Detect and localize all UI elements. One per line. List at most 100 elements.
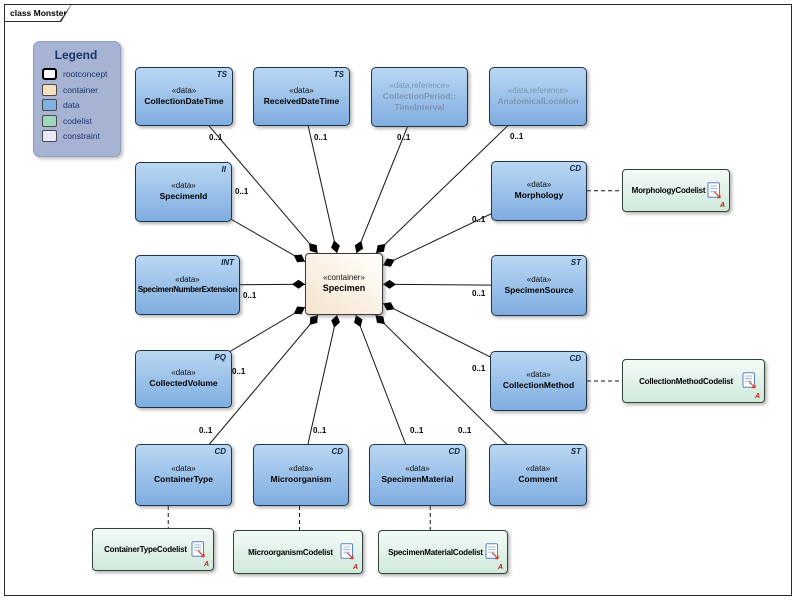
composition-diamond — [354, 315, 363, 328]
legend-label: container — [63, 84, 98, 95]
multiplicity-label: 0..1 — [314, 133, 328, 142]
multiplicity-label: 0..1 — [458, 426, 472, 435]
type-annotation: CD — [331, 447, 343, 456]
stereotype-label: «data» — [171, 85, 197, 95]
composite-marker: A — [203, 561, 209, 568]
class-name: SpecimenNumberExtension — [137, 284, 238, 294]
class-name: ContainerTypeCodelist — [104, 545, 187, 554]
type-annotation: ST — [570, 258, 581, 267]
class-name: ReceivedDateTime — [263, 95, 340, 106]
multiplicity-label: 0..1 — [397, 133, 411, 142]
node-comment[interactable]: ST «data» Comment — [489, 444, 587, 506]
document-icon — [707, 181, 721, 198]
multiplicity-label: 0..1 — [410, 426, 424, 435]
type-annotation: INT — [221, 258, 234, 267]
stereotype-label: «container» — [323, 273, 365, 283]
composite-marker: A — [497, 564, 503, 571]
multiplicity-label: 0..1 — [235, 187, 249, 196]
composition-diamond — [354, 240, 364, 253]
node-specimen-number-extension[interactable]: INT «data» SpecimenNumberExtension — [135, 255, 240, 315]
legend-row-constraint: constraint — [42, 130, 116, 142]
stereotype-label: «data,reference» — [507, 85, 569, 95]
node-collection-method[interactable]: CD «data» CollectionMethod — [490, 351, 587, 411]
multiplicity-label: 0..1 — [472, 364, 486, 373]
node-collection-method-codelist[interactable]: CollectionMethodCodelist A — [622, 359, 765, 403]
stereotype-label: «data» — [525, 464, 551, 474]
node-morphology-codelist[interactable]: MorphologyCodelist A — [622, 169, 730, 212]
class-name: CollectionDateTime — [144, 95, 224, 106]
legend-row-data: data — [42, 99, 116, 111]
multiplicity-label: 0..1 — [232, 367, 246, 376]
composition-diamond — [293, 306, 305, 315]
node-collection-date-time[interactable]: TS «data» CollectionDateTime — [135, 67, 233, 126]
legend-panel[interactable]: Legend rootconcept container data codeli… — [33, 41, 121, 157]
node-collected-volume[interactable]: PQ «data» CollectedVolume — [135, 350, 232, 408]
type-annotation: ST — [570, 447, 581, 456]
rootconcept-swatch — [42, 68, 57, 80]
multiplicity-label: 0..1 — [243, 291, 257, 300]
class-name: SpecimenId — [159, 191, 208, 202]
multiplicity-label: 0..1 — [510, 132, 524, 141]
stereotype-label: «data» — [526, 180, 552, 190]
class-name: SpecimenMaterialCodelist — [388, 547, 483, 557]
class-name: Comment — [518, 474, 558, 485]
stereotype-label: «data» — [288, 464, 314, 474]
type-annotation: TS — [333, 70, 344, 79]
node-microorganism-codelist[interactable]: MicroorganismCodelist A — [233, 530, 363, 574]
class-name: SpecimenSource — [504, 284, 574, 295]
class-name: CollectionMethod — [502, 380, 575, 391]
node-container-type-codelist[interactable]: ContainerTypeCodelist A — [92, 528, 214, 571]
composite-marker: A — [719, 202, 725, 209]
container-swatch — [42, 83, 57, 96]
class-name: CollectionMethodCodelist — [639, 376, 733, 386]
composition-diamond — [331, 315, 340, 328]
type-annotation: CD — [569, 354, 581, 363]
diagram-frame — [4, 4, 792, 596]
node-specimen-material-codelist[interactable]: SpecimenMaterialCodelist A — [378, 530, 508, 574]
document-icon — [485, 543, 499, 560]
stereotype-label: «data» — [289, 85, 314, 95]
class-name: SpecimenMaterial — [381, 474, 454, 485]
multiplicity-label: 0..1 — [472, 289, 486, 298]
legend-row-container: container — [42, 83, 116, 96]
stereotype-label: «data» — [171, 368, 196, 378]
constraint-swatch — [42, 130, 57, 142]
node-specimen-id[interactable]: II «data» SpecimenId — [135, 162, 232, 222]
legend-label: constraint — [63, 131, 100, 141]
stereotype-label: «data,reference» — [389, 80, 450, 90]
legend-label: rootconcept — [63, 69, 108, 79]
node-received-date-time[interactable]: TS «data» ReceivedDateTime — [253, 67, 350, 126]
document-icon — [191, 540, 205, 557]
node-collection-period[interactable]: «data,reference» CollectionPeriod:: Time… — [371, 67, 468, 127]
stereotype-label: «data» — [171, 464, 196, 474]
composition-diamond — [383, 258, 395, 267]
multiplicity-label: 0..1 — [472, 215, 486, 224]
stereotype-label: «data» — [526, 370, 551, 380]
composition-diamond — [293, 254, 305, 263]
node-microorganism[interactable]: CD «data» Microorganism — [253, 444, 349, 506]
class-name: ContainerType — [154, 474, 213, 485]
legend-row-codelist: codelist — [42, 114, 116, 127]
legend-label: data — [63, 100, 80, 110]
multiplicity-label: 0..1 — [199, 426, 213, 435]
composition-diamond — [376, 244, 386, 253]
diagram-tab: class Monster — [4, 4, 72, 22]
stereotype-label: «data» — [526, 274, 552, 284]
node-container-type[interactable]: CD «data» ContainerType — [135, 444, 232, 506]
composition-diamond — [309, 315, 318, 325]
composition-diamond — [309, 243, 318, 253]
node-specimen-material[interactable]: CD «data» SpecimenMaterial — [369, 444, 466, 506]
stereotype-label: «data» — [405, 464, 430, 474]
document-icon — [742, 372, 756, 389]
legend-row-rootconcept: rootconcept — [42, 68, 116, 80]
codelist-swatch — [42, 114, 57, 127]
class-name-line2: TimeInterval — [394, 102, 445, 112]
diagram-tab-fill: class Monster — [5, 5, 71, 21]
node-anatomical-location[interactable]: «data,reference» AnatomicalLocation — [489, 67, 587, 126]
composition-diamond — [375, 315, 385, 325]
node-morphology[interactable]: CD «data» Morphology — [491, 161, 587, 221]
node-specimen-source[interactable]: ST «data» SpecimenSource — [491, 255, 587, 316]
diagram-tab-label: class Monster — [10, 8, 67, 18]
legend-title: Legend — [54, 48, 98, 62]
node-specimen[interactable]: «container» Specimen — [305, 253, 383, 315]
